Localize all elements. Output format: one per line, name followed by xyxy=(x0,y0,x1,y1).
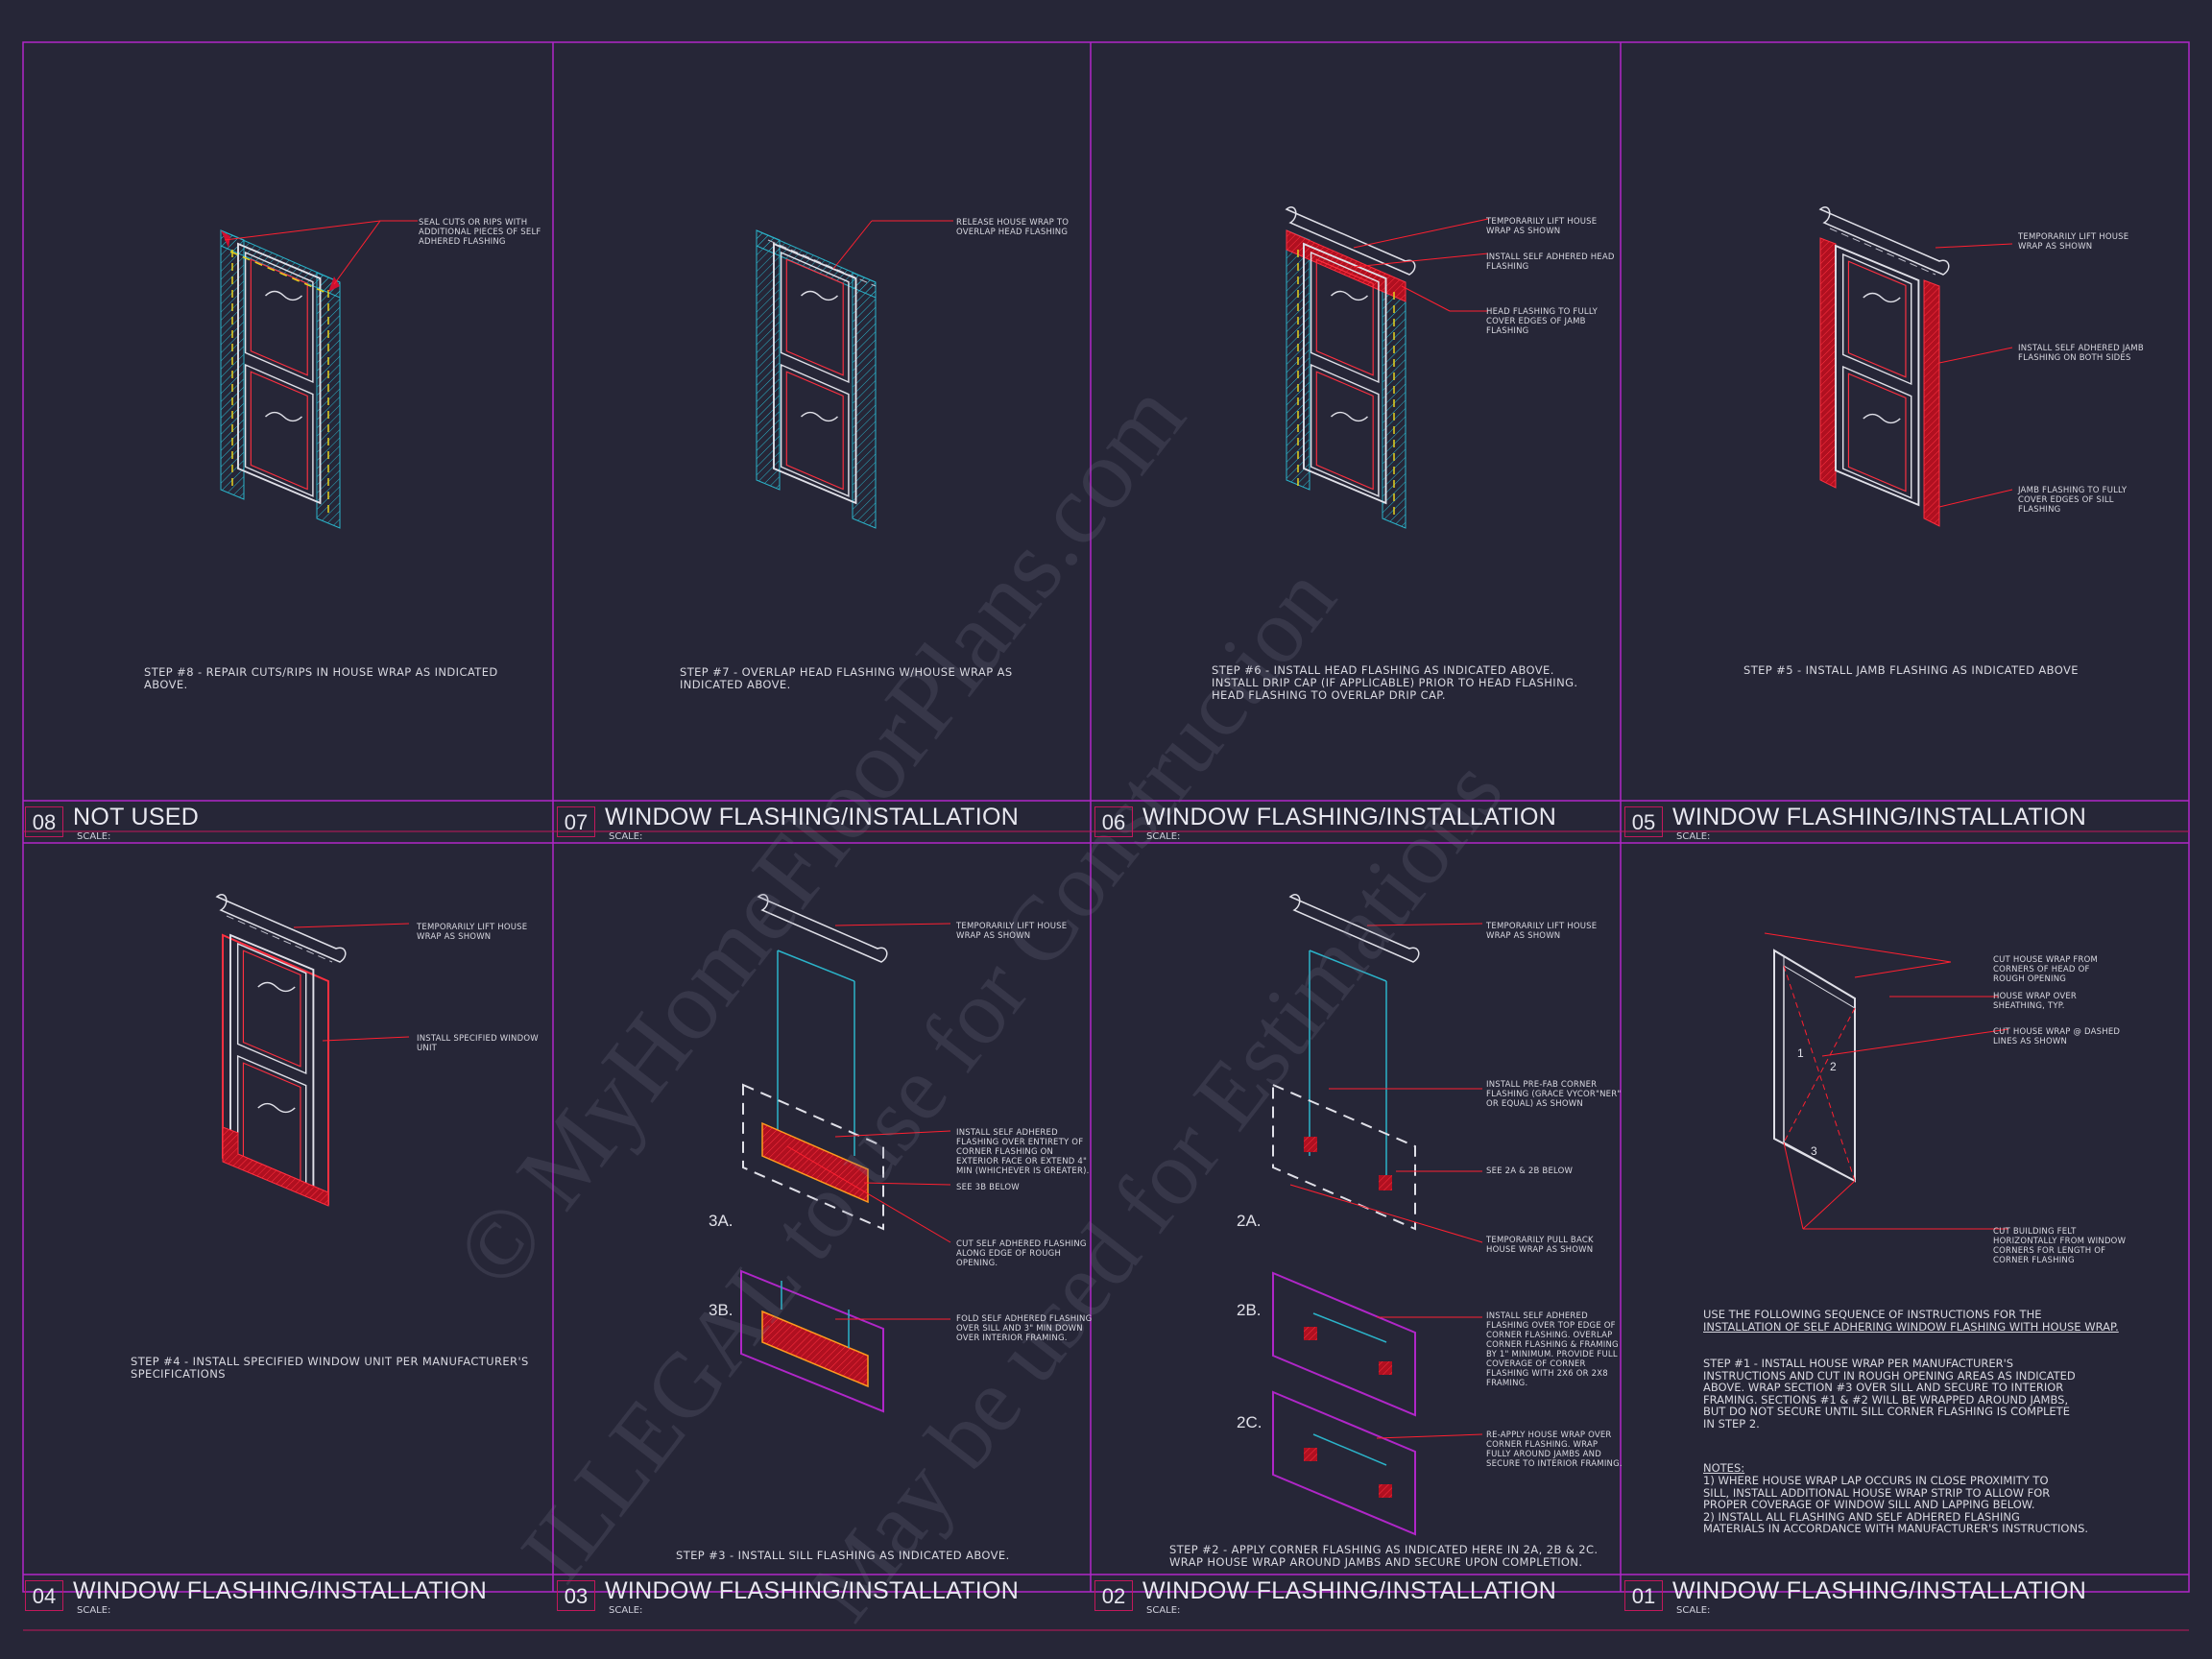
panel-08-number: 08 xyxy=(25,806,63,837)
panel-01-note-3: CUT HOUSE WRAP @ DASHED LINES AS SHOWN xyxy=(1993,1027,2121,1046)
panel-03-title: WINDOW FLASHING/INSTALLATION xyxy=(605,1577,1020,1604)
detail-label-3b: 3B. xyxy=(709,1301,733,1319)
panel-04-drawing xyxy=(215,894,410,1207)
panel-06-drawing xyxy=(1285,206,1489,529)
detail-label-3a: 3A. xyxy=(709,1212,733,1230)
panel-03-note-3: SEE 3B BELOW xyxy=(956,1183,1020,1192)
panel-06-title: WINDOW FLASHING/INSTALLATION xyxy=(1142,804,1557,830)
notes-body: 1) WHERE HOUSE WRAP LAP OCCURS IN CLOSE … xyxy=(1703,1474,2089,1535)
detail-label-2a: 2A. xyxy=(1237,1212,1262,1230)
panel-02-title: WINDOW FLASHING/INSTALLATION xyxy=(1142,1577,1557,1604)
panel-01-note-1: CUT HOUSE WRAP FROM CORNERS OF HEAD OF R… xyxy=(1993,955,2099,984)
panel-04-note-2: INSTALL SPECIFIED WINDOW UNIT xyxy=(417,1034,539,1053)
panel-08-title: NOT USED xyxy=(73,804,200,830)
panel-02-scale: SCALE: xyxy=(1146,1605,1181,1616)
panel-06-note-1: TEMPORARILY LIFT HOUSE WRAP AS SHOWN xyxy=(1486,217,1598,236)
notes-heading: NOTES: xyxy=(1703,1461,1745,1475)
panel-01-step: STEP #1 - INSTALL HOUSE WRAP PER MANUFAC… xyxy=(1703,1357,2076,1431)
detail-label-2b: 2B. xyxy=(1237,1301,1262,1319)
panel-06-scale: SCALE: xyxy=(1146,831,1181,842)
panel-02-step: STEP #2 - APPLY CORNER FLASHING AS INDIC… xyxy=(1169,1543,1599,1569)
panel-03-step: STEP #3 - INSTALL SILL FLASHING AS INDIC… xyxy=(676,1549,1010,1562)
panel-04-title: WINDOW FLASHING/INSTALLATION xyxy=(73,1577,488,1604)
panel-02-note-5: INSTALL SELF ADHERED FLASHING OVER TOP E… xyxy=(1486,1311,1619,1388)
panel-03-note-4: CUT SELF ADHERED FLASHING ALONG EDGE OF … xyxy=(956,1239,1087,1268)
panel-03-note-5: FOLD SELF ADHERED FLASHING OVER SILL AND… xyxy=(956,1314,1093,1343)
panel-08-note: SEAL CUTS OR RIPS WITH ADDITIONAL PIECES… xyxy=(419,218,541,247)
panel-06-step: STEP #6 - INSTALL HEAD FLASHING AS INDIC… xyxy=(1212,663,1578,702)
panel-04-step: STEP #4 - INSTALL SPECIFIED WINDOW UNIT … xyxy=(131,1355,529,1381)
section-label-1: 1 xyxy=(1797,1046,1804,1060)
panel-06-note-3: HEAD FLASHING TO FULLY COVER EDGES OF JA… xyxy=(1486,307,1599,336)
panel-08-drawing xyxy=(220,220,418,529)
sequence-intro-underlined: INSTALLATION OF SELF ADHERING WINDOW FLA… xyxy=(1703,1320,2119,1334)
panel-07-step: STEP #7 - OVERLAP HEAD FLASHING W/HOUSE … xyxy=(680,665,1013,691)
panel-07-title: WINDOW FLASHING/INSTALLATION xyxy=(605,804,1020,830)
sequence-intro: USE THE FOLLOWING SEQUENCE OF INSTRUCTIO… xyxy=(1703,1308,2042,1321)
section-label-3: 3 xyxy=(1811,1144,1817,1158)
panel-01-drawing xyxy=(1764,932,2009,1230)
panel-07-note: RELEASE HOUSE WRAP TO OVERLAP HEAD FLASH… xyxy=(956,218,1070,237)
panel-05-note-3: JAMB FLASHING TO FULLY COVER EDGES OF SI… xyxy=(2018,486,2128,515)
panel-05-title: WINDOW FLASHING/INSTALLATION xyxy=(1672,804,2087,830)
panel-05-note-1: TEMPORARILY LIFT HOUSE WRAP AS SHOWN xyxy=(2018,232,2129,252)
panel-08-scale: SCALE: xyxy=(77,831,111,842)
panel-05-note-2: INSTALL SELF ADHERED JAMB FLASHING ON BO… xyxy=(2018,344,2144,363)
panel-06-note-2: INSTALL SELF ADHERED HEAD FLASHING xyxy=(1486,252,1615,272)
panel-05-drawing xyxy=(1818,206,2013,527)
panel-01-number: 01 xyxy=(1624,1580,1663,1611)
panel-07-scale: SCALE: xyxy=(609,831,643,842)
panel-05-scale: SCALE: xyxy=(1676,831,1711,842)
panel-03-note-2: INSTALL SELF ADHERED FLASHING OVER ENTIR… xyxy=(956,1128,1090,1176)
panel-03-scale: SCALE: xyxy=(609,1605,643,1616)
panel-01-title: WINDOW FLASHING/INSTALLATION xyxy=(1672,1577,2087,1604)
detail-label-2c: 2C. xyxy=(1237,1413,1262,1431)
panel-02-number: 02 xyxy=(1094,1580,1133,1611)
panel-02-note-4: TEMPORARILY PULL BACK HOUSE WRAP AS SHOW… xyxy=(1486,1236,1594,1255)
panel-03-number: 03 xyxy=(557,1580,595,1611)
panel-03-drawing xyxy=(740,894,951,1413)
panel-01-note-4: CUT BUILDING FELT HORIZONTALLY FROM WIND… xyxy=(1993,1227,2127,1265)
panel-02-note-1: TEMPORARILY LIFT HOUSE WRAP AS SHOWN xyxy=(1486,922,1598,941)
panel-02-note-2: INSTALL PRE-FAB CORNER FLASHING (GRACE V… xyxy=(1486,1080,1622,1109)
panel-04-number: 04 xyxy=(25,1580,63,1611)
panel-04-scale: SCALE: xyxy=(77,1605,111,1616)
panel-08-step: STEP #8 - REPAIR CUTS/RIPS IN HOUSE WRAP… xyxy=(144,665,498,691)
panel-05-number: 05 xyxy=(1624,806,1663,837)
panel-02-note-6: RE-APPLY HOUSE WRAP OVER CORNER FLASHING… xyxy=(1486,1431,1623,1469)
panel-02-note-3: SEE 2A & 2B BELOW xyxy=(1486,1166,1574,1176)
panel-03-note-1: TEMPORARILY LIFT HOUSE WRAP AS SHOWN xyxy=(956,922,1068,941)
panel-07-drawing xyxy=(756,220,953,529)
panel-01-scale: SCALE: xyxy=(1676,1605,1711,1616)
panel-07-number: 07 xyxy=(557,806,595,837)
section-label-2: 2 xyxy=(1830,1060,1837,1073)
panel-05-step: STEP #5 - INSTALL JAMB FLASHING AS INDIC… xyxy=(1743,663,2079,677)
panel-01-note-2: HOUSE WRAP OVER SHEATHING, TYP. xyxy=(1993,992,2078,1011)
panel-02-drawing xyxy=(1272,894,1483,1536)
panel-06-number: 06 xyxy=(1094,806,1133,837)
panel-04-note-1: TEMPORARILY LIFT HOUSE WRAP AS SHOWN xyxy=(417,923,528,942)
